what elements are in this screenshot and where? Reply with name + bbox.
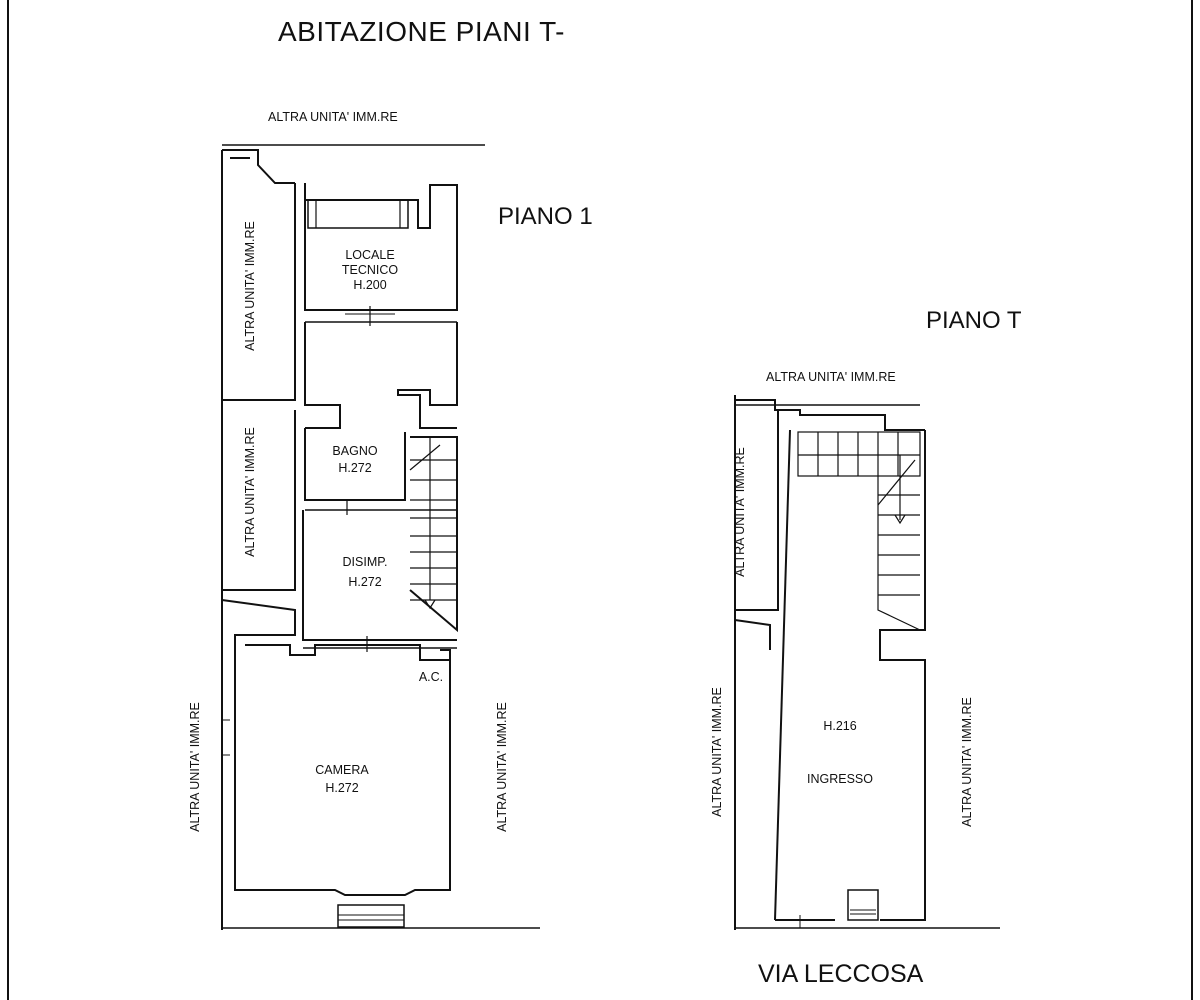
p1-unit-left-label-1: ALTRA UNITA' IMM.RE — [243, 221, 257, 351]
locale-tecnico-name-2: TECNICO — [341, 263, 399, 277]
p1-unit-right-label: ALTRA UNITA' IMM.RE — [495, 702, 509, 832]
ingresso-height: H.216 — [823, 719, 857, 733]
piano-t-label: PIANO T — [926, 307, 1022, 334]
p1-locale-tecnico-walls — [304, 183, 458, 311]
room-locale-tecnico: LOCALE TECNICO H.200 — [330, 248, 410, 293]
pt-unit-top-label: ALTRA UNITA' IMM.RE — [766, 370, 896, 384]
p1-unit-left-label-3: ALTRA UNITA' IMM.RE — [188, 702, 202, 832]
pt-unit-right-label: ALTRA UNITA' IMM.RE — [960, 697, 974, 827]
p1-unit-top-label: ALTRA UNITA' IMM.RE — [268, 110, 398, 124]
bagno-name: BAGNO — [332, 444, 378, 458]
p1-bagno-walls — [304, 428, 406, 501]
ac-label: A.C. — [418, 670, 444, 684]
room-disimp: DISIMP. H.272 — [325, 555, 405, 590]
locale-tecnico-height: H.200 — [353, 278, 387, 292]
pt-unit-left-label-1: ALTRA UNITA' IMM.RE — [733, 447, 747, 577]
p1-outer-wall-left — [222, 183, 296, 401]
drawing-title: ABITAZIONE PIANI T- — [278, 16, 565, 47]
pt-unit-left-label-2: ALTRA UNITA' IMM.RE — [710, 687, 724, 817]
p1-disimp-walls — [302, 510, 457, 641]
camera-name: CAMERA — [315, 763, 369, 777]
ingresso-name: INGRESSO — [807, 772, 873, 786]
bagno-height: H.272 — [338, 461, 372, 475]
locale-tecnico-name-1: LOCALE — [345, 248, 395, 262]
piano-1-label: PIANO 1 — [498, 203, 593, 230]
street-name: VIA LECCOSA — [758, 960, 924, 988]
pt-stair — [797, 431, 921, 477]
room-camera: CAMERA H.272 — [302, 763, 382, 796]
p1-camera-walls — [245, 644, 451, 896]
room-bagno: BAGNO H.272 — [315, 444, 395, 476]
p1-unit-left-label-2: ALTRA UNITA' IMM.RE — [243, 427, 257, 557]
pt-outer-wall-left — [774, 429, 791, 921]
pt-outer-wall-right — [879, 430, 926, 921]
camera-height: H.272 — [325, 781, 359, 795]
disimp-height: H.272 — [348, 575, 382, 589]
disimp-name: DISIMP. — [342, 555, 388, 569]
p1-stair — [409, 436, 458, 633]
